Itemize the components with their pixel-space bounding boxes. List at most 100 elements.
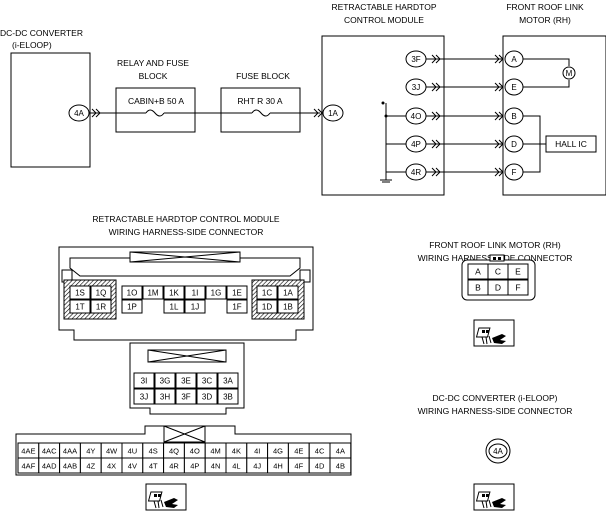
connector-pin — [256, 285, 278, 300]
dcdc-converter-title: DC-DC CONVERTER (i-ELOOP) — [0, 28, 83, 50]
svg-text:FRONT ROOF LINK MOTOR (RH): FRONT ROOF LINK MOTOR (RH) — [429, 240, 561, 250]
pin-label: D — [495, 283, 501, 293]
connector-pin — [256, 299, 278, 314]
pin-label: A — [475, 267, 481, 277]
connector-pin — [217, 388, 239, 405]
pin-label: 3C — [202, 377, 212, 386]
connector-pin — [69, 299, 91, 314]
svg-text:DC-DC CONVERTER: DC-DC CONVERTER — [0, 28, 83, 38]
pin-label: 1J — [191, 303, 199, 312]
connector-pin — [184, 299, 206, 314]
pin-label: 4X — [107, 462, 116, 471]
pin-label: 1P — [127, 303, 137, 312]
svg-text:FRONT ROOF LINK: FRONT ROOF LINK — [506, 2, 584, 12]
dcdc-terminal-4a: 4A — [68, 104, 90, 122]
pin-label: 3F — [181, 393, 190, 402]
dcdc-connector-hand-icon — [473, 483, 515, 511]
motor-title: FRONT ROOF LINK MOTOR (RH) — [506, 2, 584, 25]
pin-label: 1L — [170, 303, 179, 312]
pin-label: 4P — [190, 462, 199, 471]
connector-pin — [329, 457, 352, 474]
connector-pin — [507, 263, 529, 280]
pin-label: 1E — [232, 289, 242, 298]
pin-label: 4D — [315, 462, 325, 471]
connector-pin — [154, 372, 176, 389]
pin-label: 1O — [127, 289, 138, 298]
fuse-block-title: FUSE BLOCK — [236, 71, 290, 81]
connector-pin — [121, 285, 143, 300]
relay-fuse-block-title: RELAY AND FUSE BLOCK — [117, 58, 189, 81]
pin-label: 3A — [223, 377, 233, 386]
fuse-cabin-label: CABIN+B 50 A — [128, 96, 184, 106]
pin-label: 4O — [190, 447, 200, 456]
pin-label: 4Y — [86, 447, 95, 456]
svg-text:E: E — [511, 83, 516, 92]
dcdc-connector: 4A — [485, 438, 511, 464]
svg-text:RETRACTABLE HARDTOP CONTROL MO: RETRACTABLE HARDTOP CONTROL MODULE — [92, 214, 280, 224]
connector-pin — [175, 388, 197, 405]
module-connector-title: RETRACTABLE HARDTOP CONTROL MODULE WIRIN… — [92, 214, 280, 237]
pin-label: 3B — [223, 393, 233, 402]
pin-label: 1C — [262, 289, 272, 298]
svg-text:F: F — [512, 168, 517, 177]
connector-pin — [90, 285, 112, 300]
pin-label: 4U — [128, 447, 138, 456]
svg-text:M: M — [566, 69, 573, 78]
pin-label: 4C — [315, 447, 325, 456]
connector-pin — [196, 388, 218, 405]
pin-label: 4N — [211, 462, 221, 471]
connector-pin — [133, 372, 155, 389]
connector-pin — [277, 299, 299, 314]
pin-label: 4V — [128, 462, 137, 471]
module-terminal-4r: 4R — [405, 163, 427, 181]
pin-label: 4E — [294, 447, 303, 456]
pin-label: 3E — [181, 377, 191, 386]
pin-label: 4S — [149, 447, 158, 456]
motor-symbol: M — [562, 66, 576, 80]
pin-label: 1T — [75, 303, 84, 312]
svg-text:CONTROL MODULE: CONTROL MODULE — [344, 15, 424, 25]
module-terminal-4p: 4P — [405, 135, 427, 153]
svg-text:RELAY AND FUSE: RELAY AND FUSE — [117, 58, 189, 68]
connector-pin — [217, 372, 239, 389]
connector-pin — [163, 285, 185, 300]
pin-label: 3D — [202, 393, 212, 402]
pin-label: 1B — [283, 303, 293, 312]
pin-label: 4G — [273, 447, 283, 456]
pin-label: 1K — [169, 289, 179, 298]
connector-pin — [90, 299, 112, 314]
module-terminal-4o: 4O — [405, 107, 427, 125]
pin-label: 4Z — [86, 462, 95, 471]
svg-text:4P: 4P — [411, 140, 421, 149]
motor-connector-hand-icon — [473, 319, 515, 347]
pin-label: 4R — [169, 462, 179, 471]
pin-label: 4T — [149, 462, 158, 471]
module-internal-wiring — [385, 103, 406, 180]
svg-text:WIRING HARNESS-SIDE CONNECTOR: WIRING HARNESS-SIDE CONNECTOR — [418, 406, 573, 416]
pin-label: 4K — [232, 447, 241, 456]
pin-label: 4I — [254, 447, 260, 456]
svg-text:4A: 4A — [493, 447, 503, 456]
svg-text:4R: 4R — [411, 168, 421, 177]
hall-ic-label: HALL IC — [555, 139, 587, 149]
pin-label: 4B — [336, 462, 345, 471]
module-title: RETRACTABLE HARDTOP CONTROL MODULE — [331, 2, 436, 25]
wires-to-motor — [426, 54, 504, 177]
pin-label: 3H — [160, 393, 170, 402]
pin-label: 4AA — [63, 447, 77, 456]
svg-text:D: D — [511, 140, 517, 149]
pin-label: E — [515, 267, 521, 277]
svg-text:(i-ELOOP): (i-ELOOP) — [12, 40, 52, 50]
pin-label: 1G — [211, 289, 222, 298]
svg-text:BLOCK: BLOCK — [139, 71, 168, 81]
pin-label: 1I — [192, 289, 199, 298]
svg-text:RETRACTABLE HARDTOP: RETRACTABLE HARDTOP — [331, 2, 436, 12]
connector-pin — [69, 285, 91, 300]
pin-label: 1S — [75, 289, 85, 298]
pin-label: 4H — [273, 462, 283, 471]
pin-label: 1F — [232, 303, 241, 312]
svg-text:MOTOR (RH): MOTOR (RH) — [519, 15, 571, 25]
module-terminal-3f: 3F — [405, 50, 427, 68]
